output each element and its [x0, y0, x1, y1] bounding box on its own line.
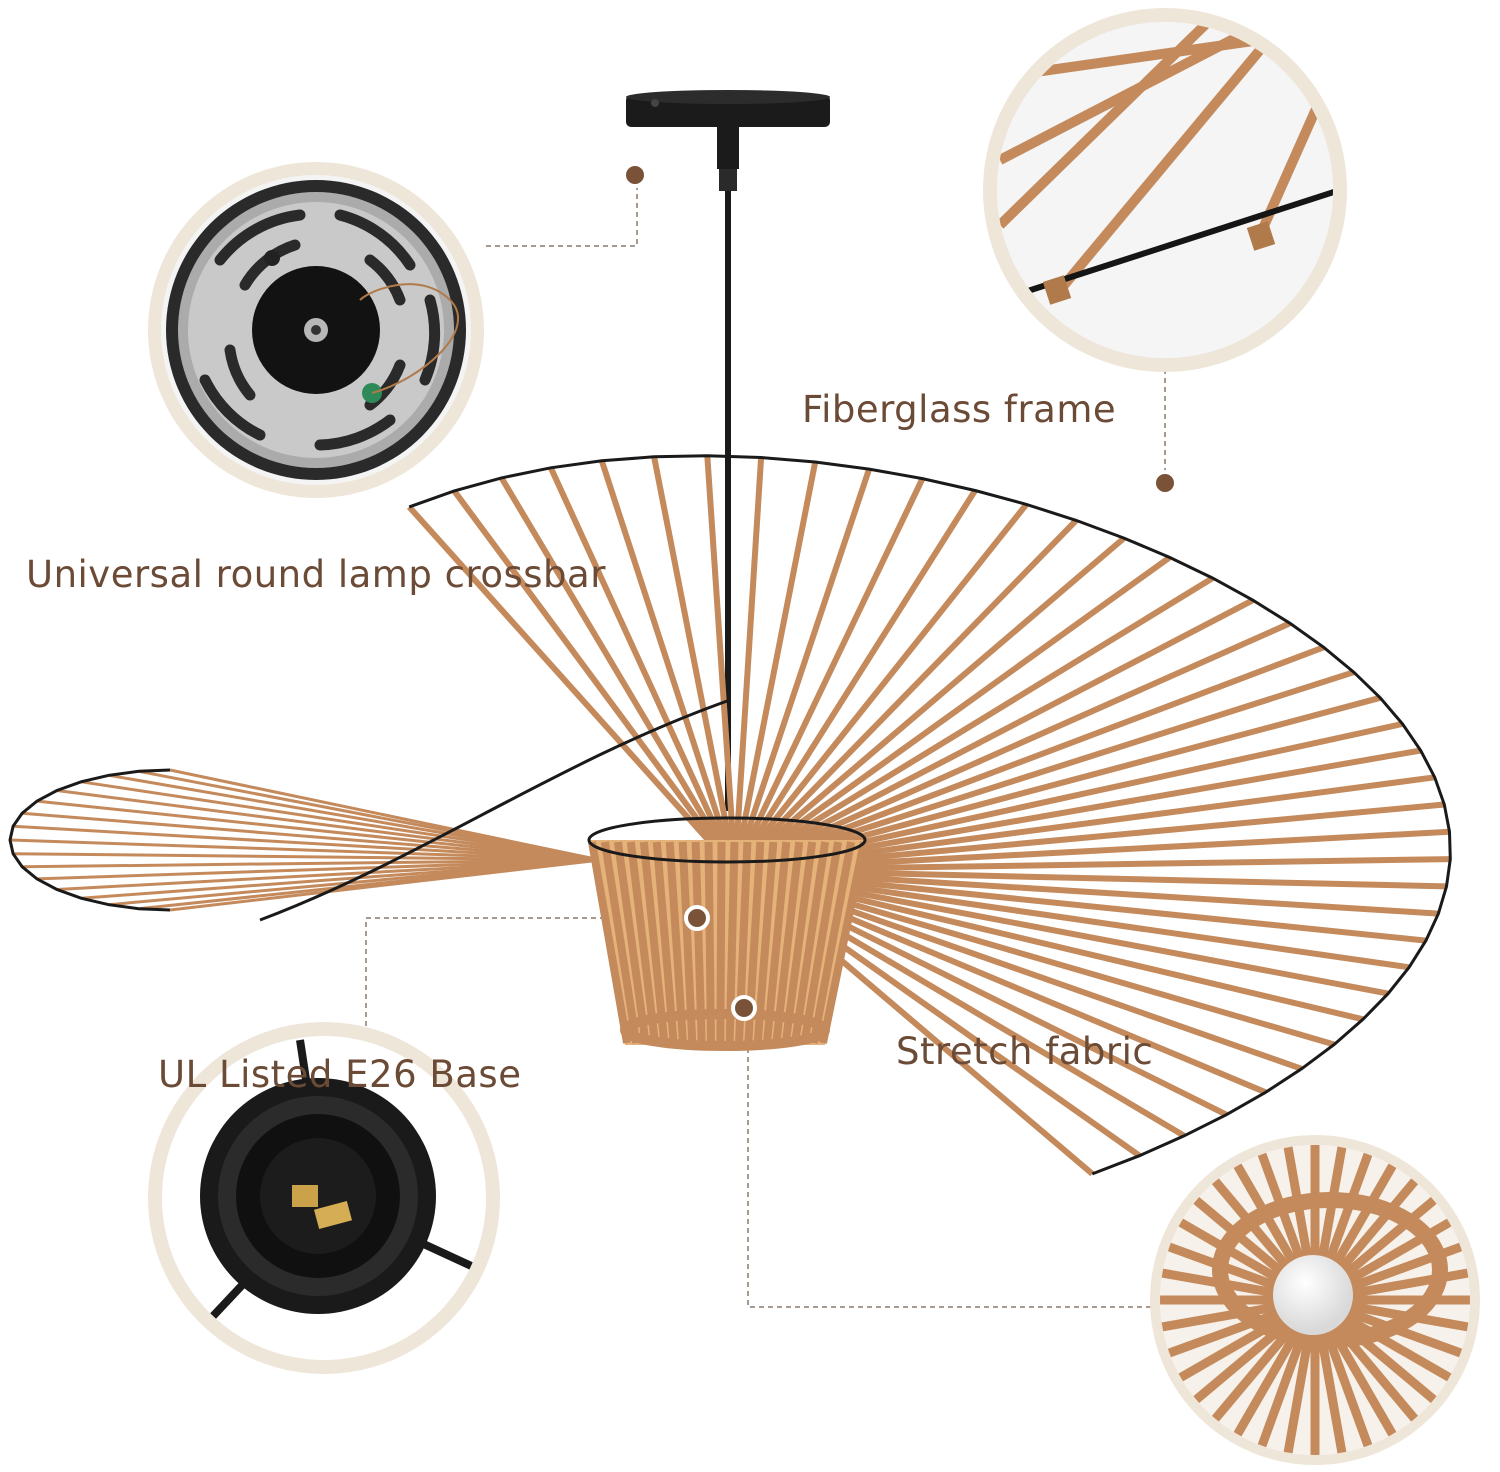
- basket-strap: [639, 841, 669, 1044]
- fabric-strap: [733, 620, 1292, 873]
- basket-strap: [809, 841, 855, 1044]
- fabric-strap: [13, 824, 601, 862]
- fabric-strap: [651, 456, 738, 871]
- basket-strap: [791, 841, 830, 1044]
- lamp-basket: [587, 816, 868, 1051]
- basket-strap: [601, 841, 641, 1044]
- basket-strap: [613, 841, 650, 1044]
- marker-fabric: [731, 995, 757, 1021]
- fabric-strap: [704, 455, 738, 871]
- frame-rim: [408, 454, 1452, 1176]
- fabric-strap: [36, 799, 601, 862]
- fabric-strap: [732, 488, 978, 872]
- socket-icon: [148, 1022, 500, 1374]
- basket-strap: [763, 841, 791, 1044]
- fabric-strap: [732, 468, 872, 871]
- fabric-strap: [733, 575, 1215, 873]
- frame-rim-left: [8, 698, 731, 922]
- basket-strap: [781, 841, 817, 1044]
- fabric-strap: [56, 789, 601, 862]
- basket-strap: [800, 841, 843, 1044]
- basket-strap: [678, 841, 697, 1044]
- fabric-strap: [36, 858, 601, 881]
- fabric-strap: [598, 459, 738, 871]
- fabric-strap: [733, 644, 1325, 873]
- fiberglass-frame-icon: [983, 8, 1347, 372]
- fabric-strap: [733, 535, 1126, 873]
- fabric-strap: [732, 502, 1029, 872]
- fabric-strap: [56, 858, 601, 891]
- basket-strap: [652, 841, 678, 1044]
- fabric-strap: [498, 476, 738, 872]
- label-stretch-fabric: Stretch fabric: [896, 1030, 1154, 1073]
- fabric-strap: [734, 669, 1355, 873]
- basket-strap: [588, 841, 631, 1044]
- leader-lines: [365, 180, 1166, 1308]
- fabric-strap: [732, 457, 765, 871]
- fabric-strap: [732, 461, 819, 871]
- fabric-strap: [548, 466, 738, 872]
- fabric-strap: [80, 780, 601, 862]
- label-crossbar: Universal round lamp crossbar: [26, 553, 606, 596]
- fabric-strap: [732, 518, 1079, 873]
- basket-strap: [772, 841, 804, 1044]
- leader-base: [365, 917, 697, 1035]
- basket-strap: [753, 841, 778, 1044]
- ceiling-canopy: [626, 90, 830, 811]
- fabric-shade-icon: [1150, 1135, 1480, 1465]
- marker-frame: [1152, 470, 1178, 496]
- basket-strap: [626, 841, 659, 1044]
- leader-fabric: [747, 1012, 1160, 1308]
- fabric-strap: [22, 858, 601, 869]
- basket-strap: [665, 841, 687, 1044]
- leader-crossbar: [486, 180, 638, 247]
- callout-markers: [622, 162, 1178, 1021]
- fabric-strap: [451, 489, 738, 872]
- fabric-strap: [406, 504, 738, 873]
- fabric-strap: [80, 858, 601, 900]
- suspension-cord: [725, 191, 731, 811]
- marker-crossbar: [622, 162, 648, 188]
- marker-base: [684, 905, 710, 931]
- label-e26-base: UL Listed E26 Base: [158, 1053, 522, 1096]
- label-fiberglass-frame: Fiberglass frame: [802, 388, 1117, 431]
- basket-strap: [819, 841, 868, 1044]
- fabric-strap: [13, 852, 601, 862]
- fabric-strap: [108, 773, 601, 862]
- fabric-strap: [9, 838, 601, 862]
- fabric-strap: [733, 554, 1172, 873]
- fabric-strap: [22, 811, 601, 862]
- fabric-strap: [169, 768, 601, 862]
- crossbar-detail-icon: [148, 162, 484, 498]
- fabric-strap: [732, 477, 926, 872]
